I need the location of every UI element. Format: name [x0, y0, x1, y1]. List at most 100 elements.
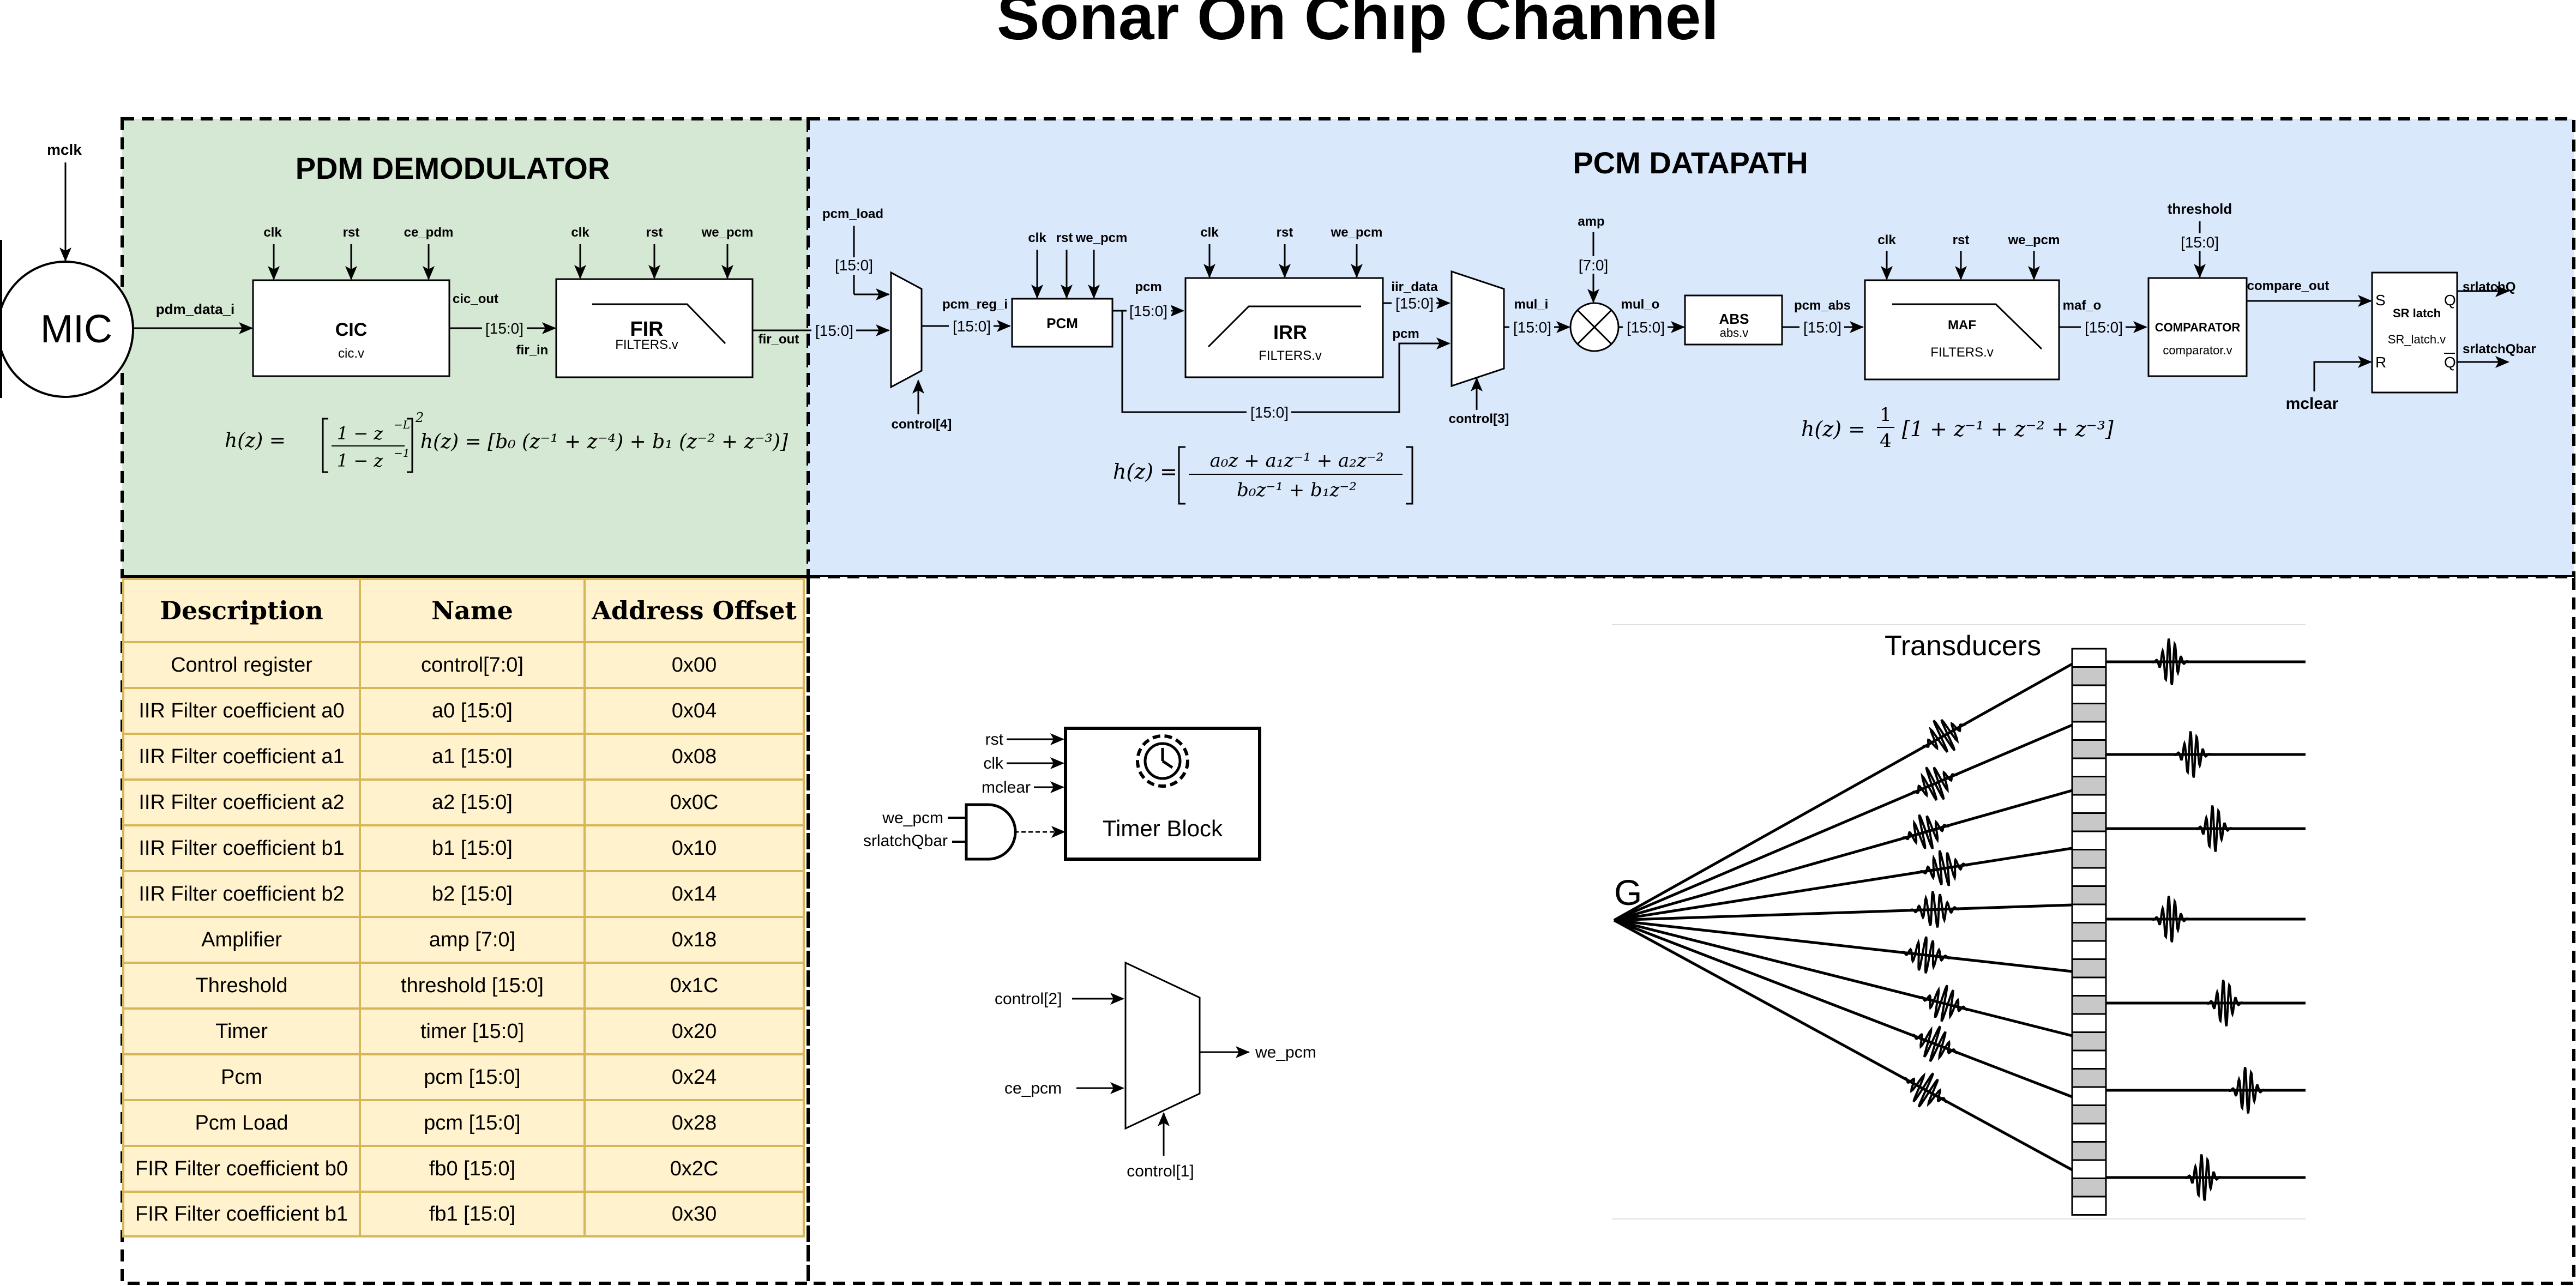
register-offset: 0x04: [583, 687, 805, 735]
pcm-bus-bg: [1127, 302, 1171, 319]
timer-block-name: Timer Block: [1103, 816, 1223, 841]
transducer-element: [2071, 903, 2107, 923]
fir-out-bus-label: [15:0]: [815, 322, 853, 339]
beam-wave-packet: [1916, 850, 1972, 886]
register-description: Timer: [122, 1007, 361, 1055]
register-name: a2 [15:0]: [359, 778, 586, 826]
register-offset: 0x00: [583, 641, 805, 689]
register-name: pcm [15:0]: [359, 1099, 586, 1147]
register-offset: 0x14: [583, 870, 805, 918]
register-name: a1 [15:0]: [359, 733, 586, 781]
maf-transfer-function: h(z) = 1 4 [1 + z⁻¹ + z⁻² + z⁻³]: [1801, 404, 2114, 452]
mul-o-label: mul_o: [1621, 297, 1660, 312]
transducer-illustration: [1612, 624, 2306, 1219]
irr-name: IRR: [1273, 321, 1307, 343]
irr-highpass-curve: [1207, 305, 1361, 348]
pcm-abs-label: pcm_abs: [1794, 298, 1851, 313]
sr-latch-r: R: [2375, 354, 2386, 371]
eq-irr-num: a₀z + a₁z⁻¹ + a₂z⁻²: [1210, 450, 1384, 472]
table-header-row: Description Name Address Offset: [122, 578, 805, 643]
beam-line: [1614, 903, 2073, 922]
transducer-element: [2071, 739, 2107, 759]
beam-line: [1614, 723, 2073, 922]
cic-bus-label: [15:0]: [485, 320, 523, 337]
eq-maf-den: 4: [1880, 430, 1892, 452]
cic-bus-bg: [482, 319, 527, 337]
register-name: fb0 [15:0]: [359, 1145, 586, 1193]
transducer-element: [2071, 1122, 2107, 1143]
comparator-block: [2147, 277, 2248, 377]
register-name: amp [7:0]: [359, 916, 586, 964]
beam-wave-packet: [1916, 985, 1972, 1022]
pcm-block-name: PCM: [1046, 315, 1078, 331]
register-map-table: Description Name Address Offset Control …: [122, 578, 805, 1237]
transducer-element: [2071, 1086, 2107, 1106]
register-description: IIR Filter coefficient a2: [122, 778, 361, 826]
output-wave-packet: [2148, 638, 2193, 685]
register-name: a0 [15:0]: [359, 687, 586, 735]
fir-we-pcm-label: we_pcm: [701, 225, 754, 240]
cic-clk-label: clk: [263, 225, 282, 240]
eq-maf-num: 1: [1880, 404, 1892, 426]
control4-label: control[4]: [892, 417, 952, 432]
beam-line: [1614, 919, 2073, 1037]
mux-we-sel-label: control[1]: [1127, 1162, 1194, 1180]
amp-bus-bg: [1573, 256, 1614, 274]
srlatch-qbar-label: srlatchQbar: [2463, 342, 2536, 357]
cic-transfer-function: h(z) = 1 − z −L 1 − z −1 2: [225, 410, 424, 473]
cic-ce-pdm-label: ce_pdm: [404, 225, 454, 240]
register-offset: 0x28: [583, 1099, 805, 1147]
pcm-abs-bus-label: [15:0]: [1803, 319, 1841, 336]
transducer-element: [2071, 776, 2107, 796]
sr-latch-qbar: Q: [2444, 354, 2456, 371]
abs-file: abs.v: [1720, 326, 1749, 340]
timer-srlatchqbar-label: srlatchQbar: [863, 832, 948, 850]
comparator-file: comparator.v: [2163, 343, 2232, 357]
threshold-label: threshold: [2168, 201, 2232, 217]
beam-line: [1614, 847, 2073, 922]
transducer-element: [2071, 1178, 2107, 1198]
pdm-data-i-label: pdm_data_i: [156, 301, 235, 317]
register-description: IIR Filter coefficient a1: [122, 733, 361, 781]
register-name: fb1 [15:0]: [359, 1191, 586, 1237]
transducer-element: [2071, 830, 2107, 850]
header-description: Description: [122, 578, 361, 643]
register-name: b2 [15:0]: [359, 870, 586, 918]
mic-label: MIC: [40, 307, 112, 351]
beam-line: [1613, 919, 2073, 1172]
beam-wave-packet: [1906, 891, 1964, 928]
pcm-rst-label: rst: [1056, 231, 1073, 245]
maf-bus-bg: [2081, 318, 2126, 336]
cic-out-label: cic_out: [453, 292, 498, 306]
pcm-reg-i-label: pcm_reg_i: [942, 297, 1008, 312]
eq-cic-den-sup: −1: [394, 446, 410, 460]
sr-latch-file: SR_latch.v: [2388, 333, 2446, 346]
register-offset: 0x0C: [583, 778, 805, 826]
transducer-element: [2071, 794, 2107, 814]
maf-file: FILTERS.v: [1930, 345, 1994, 360]
register-offset: 0x20: [583, 1007, 805, 1055]
register-offset: 0x30: [583, 1191, 805, 1237]
threshold-bus-bg: [2178, 233, 2223, 251]
beam-wave-packet: [1898, 814, 1953, 849]
register-name: timer [15:0]: [359, 1007, 586, 1055]
irr-file: FILTERS.v: [1259, 348, 1322, 363]
register-description: Pcm: [122, 1053, 361, 1101]
register-description: IIR Filter coefficient a0: [122, 687, 361, 735]
eq-cic-lhs: h(z) =: [225, 430, 286, 452]
beam-wave-packet: [1897, 936, 1954, 974]
irr-rst-label: rst: [1277, 225, 1293, 240]
output-wave-packet: [2181, 1154, 2225, 1201]
header-address-offset: Address Offset: [583, 578, 805, 643]
maf-name: MAF: [1948, 318, 1976, 333]
beam-line: [1614, 919, 2073, 1098]
eq-irr-den: b₀z⁻¹ + b₁z⁻²: [1237, 479, 1357, 501]
maf-bus-label: [15:0]: [2085, 319, 2123, 336]
mul-i-bus-label: [15:0]: [1513, 319, 1551, 336]
irr-transfer-function: h(z) = a₀z + a₁z⁻¹ + a₂z⁻² b₀z⁻¹ + b₁z⁻²: [1113, 446, 1413, 505]
